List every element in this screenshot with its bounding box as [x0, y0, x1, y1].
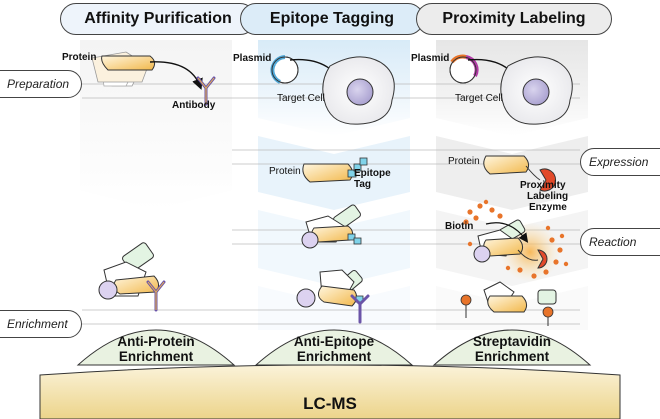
label-enzyme-line1: Proximity: [520, 180, 566, 191]
affinity-arrow: [149, 61, 203, 90]
affinity-protein-stack: [91, 51, 156, 87]
side-label-preparation: Preparation: [0, 70, 82, 98]
biotin-dots: [463, 199, 569, 279]
label-antibody: Antibody: [172, 100, 216, 111]
enrichment-streptavidin-line2: Enrichment: [474, 349, 550, 364]
affinity-complex: [98, 242, 166, 312]
enrichment-beads: [76, 329, 592, 366]
label-protein-proximity: Protein: [448, 156, 480, 167]
enrichment-anti-protein: Anti-Protein Enrichment: [86, 334, 226, 364]
epitope-plasmid: [270, 55, 299, 84]
enrichment-anti-epitope: Anti-Epitope Enrichment: [264, 334, 404, 364]
enrichment-streptavidin: Streptavidin Enrichment: [442, 334, 582, 364]
epitope-tagged-protein: [302, 157, 368, 183]
enrichment-anti-protein-line1: Anti-Protein: [117, 334, 195, 349]
side-label-reaction: Reaction: [580, 228, 660, 256]
label-target-cell-epitope: Target Cell: [277, 93, 325, 104]
label-enzyme-line2: Labeling: [527, 191, 569, 202]
header-affinity-purification: Affinity Purification: [60, 3, 256, 35]
proximity-reaction: [473, 219, 560, 282]
label-epitope-tag-line1: Epitope: [354, 168, 391, 179]
header-proximity-labeling: Proximity Labeling: [416, 3, 612, 35]
label-epitope-tag-line2: Tag: [354, 179, 372, 190]
side-label-enrichment: Enrichment: [0, 310, 82, 338]
lcms-label: LC-MS: [303, 394, 357, 413]
label-enzyme-line3: Enzyme: [529, 202, 567, 213]
label-protein-epitope: Protein: [269, 166, 301, 177]
epitope-reaction-complex: [301, 204, 362, 249]
proximity-target-cell: [500, 56, 573, 125]
lcms-base: [39, 364, 621, 419]
label-plasmid-epitope: Plasmid: [233, 53, 272, 64]
label-plasmid-proximity: Plasmid: [411, 53, 450, 64]
header-epitope-tagging: Epitope Tagging: [240, 3, 424, 35]
label-target-cell-proximity: Target Cell: [455, 93, 503, 104]
proximity-plasmid: [449, 54, 479, 84]
antibody-glyph-highlight: [197, 77, 215, 104]
label-protein-affinity: Protein: [62, 52, 97, 63]
epitope-target-cell: [322, 56, 395, 125]
enrichment-anti-epitope-line2: Enrichment: [296, 349, 372, 364]
proximity-fusion-protein: [483, 155, 557, 192]
proximity-enrichment-complex: [460, 281, 557, 326]
enrichment-streptavidin-line1: Streptavidin: [472, 334, 551, 349]
side-label-expression: Expression: [580, 148, 660, 176]
enrichment-anti-epitope-line1: Anti-Epitope: [293, 334, 375, 349]
label-biotin: Biotin: [445, 221, 474, 232]
enrichment-anti-protein-line2: Enrichment: [118, 349, 194, 364]
epitope-enrichment-complex: [296, 269, 370, 324]
